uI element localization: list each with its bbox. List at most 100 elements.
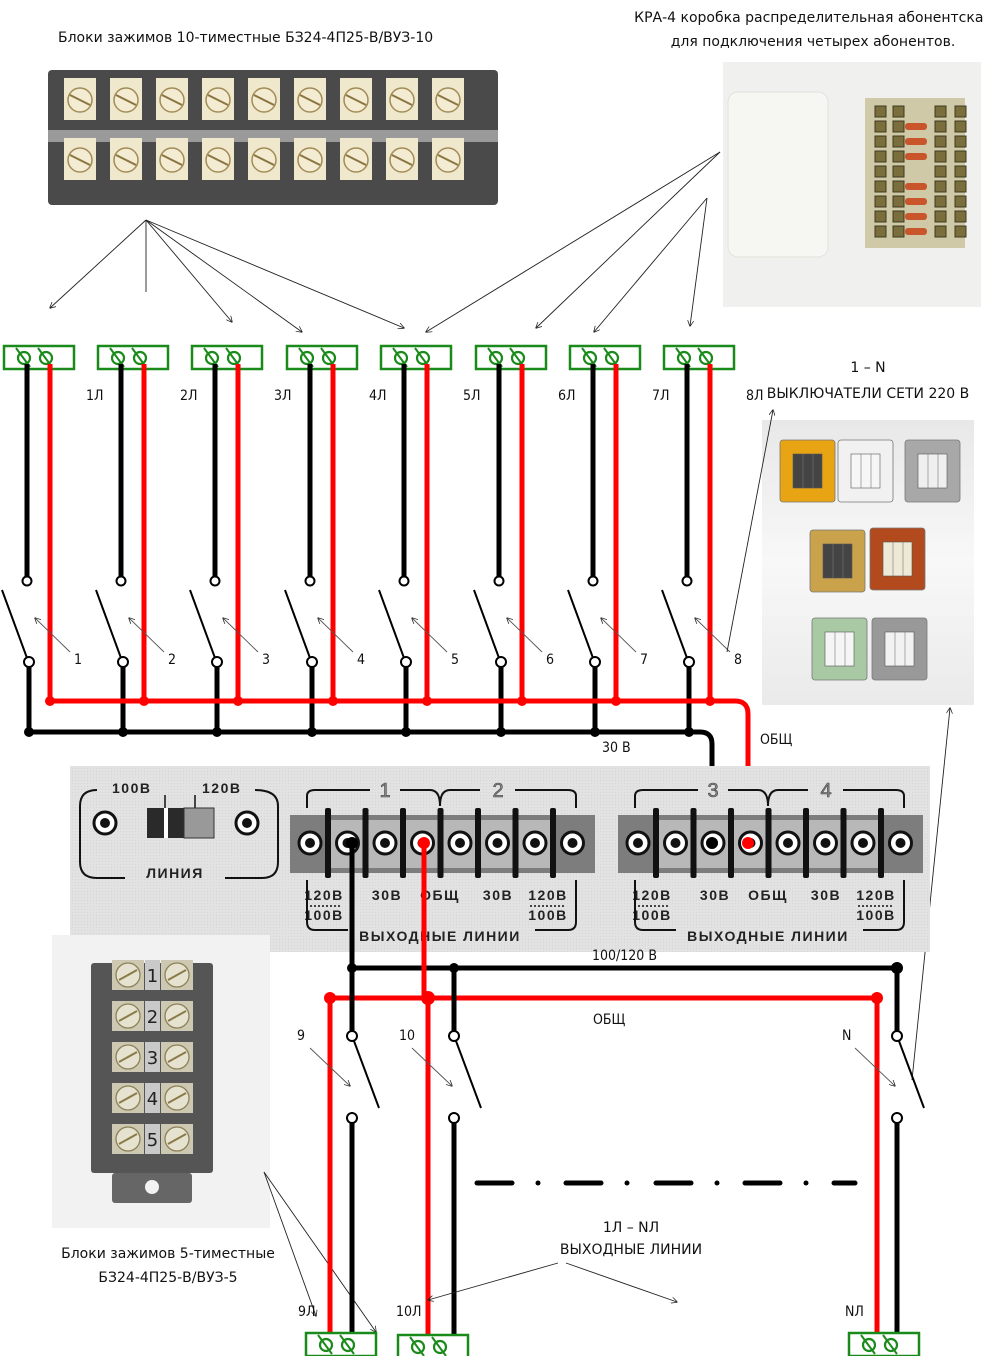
screw-icon bbox=[110, 350, 126, 366]
switch-4[interactable] bbox=[284, 589, 311, 659]
switch-6[interactable] bbox=[473, 589, 500, 659]
line-label: 2Л bbox=[180, 388, 198, 404]
terminal-number: 3 bbox=[147, 1048, 158, 1069]
switch-number: 7 bbox=[640, 652, 648, 668]
terminal-number: 4 bbox=[147, 1089, 158, 1110]
switch-number: 1 bbox=[74, 652, 82, 668]
terminal-label: 30В bbox=[372, 887, 402, 903]
caption-kra4-line1: КРА-4 коробка распределительная абонентс… bbox=[634, 10, 984, 26]
switch-7[interactable] bbox=[567, 589, 594, 659]
top-line-5: 5Л 5 bbox=[378, 344, 481, 737]
screw-icon bbox=[299, 350, 315, 366]
screw-icon bbox=[604, 350, 620, 366]
screw-icon bbox=[318, 1337, 334, 1353]
screw-icon bbox=[861, 1337, 877, 1353]
terminal-sublabel: 100В bbox=[528, 907, 567, 923]
screw-icon bbox=[226, 350, 242, 366]
terminal-label: 120В bbox=[528, 887, 567, 903]
screw-icon bbox=[858, 838, 868, 848]
output-group-number: 1 bbox=[379, 780, 390, 802]
line-selector-title: ЛИНИЯ bbox=[146, 865, 204, 881]
line-label: NЛ bbox=[845, 1304, 864, 1320]
leader-arrow-switches-up bbox=[726, 410, 773, 653]
switch-8[interactable] bbox=[661, 589, 688, 659]
switch-number: 5 bbox=[451, 652, 459, 668]
switch-number: 2 bbox=[168, 652, 176, 668]
switch-number: 8 bbox=[734, 652, 742, 668]
screw-icon bbox=[38, 350, 54, 366]
bus-label-common-top: ОБЩ bbox=[760, 732, 793, 748]
bus-label-30v: 30 В bbox=[602, 740, 631, 756]
terminal-label: 30В bbox=[811, 887, 841, 903]
line-voltage-switch[interactable] bbox=[147, 807, 215, 839]
top-line-1: 1Л 1 bbox=[1, 344, 104, 737]
switch-3[interactable] bbox=[189, 589, 216, 659]
screw-icon bbox=[530, 838, 540, 848]
screw-icon bbox=[415, 350, 431, 366]
screw-icon bbox=[16, 350, 32, 366]
line-label: 1Л bbox=[86, 388, 104, 404]
caption-kra4-line2: для подключения четырех абонентов. bbox=[671, 34, 956, 50]
screw-icon bbox=[488, 350, 504, 366]
switch-N[interactable] bbox=[898, 1040, 925, 1109]
terminal-label: ОБЩ bbox=[420, 887, 460, 903]
screw-icon bbox=[340, 1337, 356, 1353]
line-selector: 100В 120В ЛИНИЯ bbox=[79, 780, 279, 881]
screw-icon bbox=[204, 350, 220, 366]
caption-switches-line2: ВЫКЛЮЧАТЕЛИ СЕТИ 220 В bbox=[767, 386, 969, 402]
terminal-7l bbox=[568, 344, 642, 371]
terminal-block-10-photo bbox=[48, 70, 498, 205]
caption-terminal-block-10: Блоки зажимов 10-тиместные БЗ24-4П25-В/В… bbox=[58, 30, 433, 46]
terminal-label: 120В bbox=[856, 887, 895, 903]
line-label: 5Л bbox=[463, 388, 481, 404]
top-line-8: 8Л 8 bbox=[661, 344, 764, 737]
switch-9[interactable] bbox=[353, 1040, 380, 1109]
screw-icon bbox=[492, 838, 503, 848]
bus-label-common-bottom: ОБЩ bbox=[593, 1012, 626, 1028]
line-label: 10Л bbox=[396, 1304, 422, 1320]
line-label: 6Л bbox=[558, 388, 576, 404]
screw-icon bbox=[393, 350, 409, 366]
line-label: 8Л bbox=[746, 388, 764, 404]
screw-icon bbox=[321, 350, 337, 366]
amplifier-output-panel: 100В 120В ЛИНИЯ 1 2 120В 30В ОБЩ 30В 120В 100В 1… bbox=[70, 766, 930, 952]
screw-icon bbox=[410, 1339, 426, 1355]
screw-icon bbox=[305, 838, 315, 848]
switch-5[interactable] bbox=[378, 589, 405, 659]
switch-2[interactable] bbox=[95, 589, 122, 659]
bottom-line-9: 99Л bbox=[297, 968, 380, 1356]
switch-number: N bbox=[842, 1028, 851, 1044]
caption-switches-line1: 1 – N bbox=[850, 360, 885, 376]
screw-icon bbox=[567, 838, 578, 848]
screw-icon bbox=[698, 350, 714, 366]
bottom-line-N: N NЛ bbox=[842, 968, 925, 1356]
switch-number: 9 bbox=[297, 1028, 305, 1044]
terminal-5l bbox=[379, 344, 453, 371]
screw-icon bbox=[510, 350, 526, 366]
screw-icon bbox=[132, 350, 148, 366]
switch-10[interactable] bbox=[455, 1040, 482, 1109]
top-line-4: 4Л4 bbox=[284, 344, 387, 737]
output-group-number: 4 bbox=[820, 780, 831, 802]
top-line-3: 3Л 3 bbox=[189, 344, 292, 737]
screw-icon bbox=[633, 838, 643, 848]
screw-icon bbox=[820, 838, 831, 848]
caption-output-lines-line1: 1Л – NЛ bbox=[603, 1220, 659, 1236]
screw-icon bbox=[582, 350, 598, 366]
line-label: 3Л bbox=[274, 388, 292, 404]
terminal-2l bbox=[96, 344, 170, 371]
screw-icon bbox=[455, 838, 465, 848]
switch-number: 3 bbox=[262, 652, 270, 668]
screw-icon bbox=[380, 838, 390, 848]
switch-1[interactable] bbox=[1, 589, 28, 659]
output-group-number: 2 bbox=[492, 780, 503, 802]
terminal-6l bbox=[474, 344, 548, 371]
terminal-label: 120В bbox=[632, 887, 671, 903]
terminal-label: 120В bbox=[304, 887, 343, 903]
